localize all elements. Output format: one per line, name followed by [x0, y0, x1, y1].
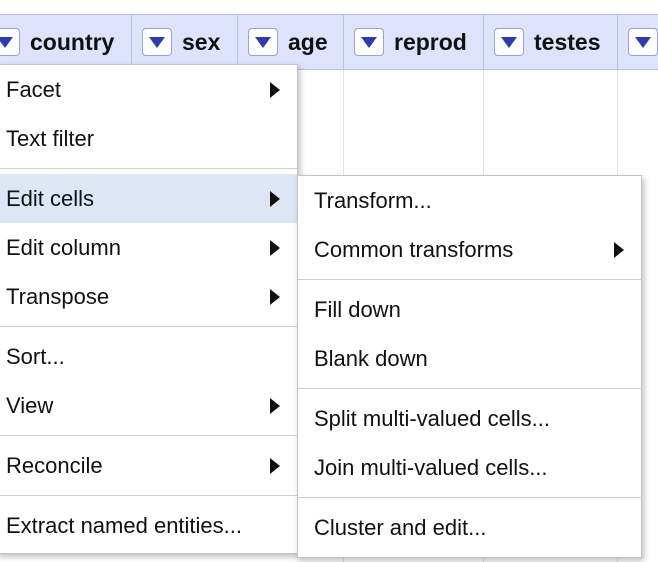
column-header-label: reprod [394, 28, 467, 55]
menu-item-label: Join multi-valued cells... [314, 454, 548, 480]
menu-item-fill-down[interactable]: Fill down [298, 285, 641, 334]
column-header-partial[interactable]: country [0, 15, 132, 69]
menu-item-text-filter[interactable]: Text filter [0, 114, 297, 163]
menu-item-label: Cluster and edit... [314, 514, 487, 540]
menu-item-split-multi-valued-cells[interactable]: Split multi-valued cells... [298, 394, 641, 443]
chevron-down-icon [149, 36, 165, 48]
submenu-arrow-icon [270, 397, 280, 414]
menu-item-label: Reconcile [6, 452, 103, 478]
menu-item-sort[interactable]: Sort... [0, 332, 297, 381]
column-header-testes[interactable]: testes [484, 15, 618, 69]
submenu-arrow-icon [270, 190, 280, 207]
column-dropdown-button[interactable] [628, 28, 658, 56]
submenu-arrow-icon [270, 457, 280, 474]
menu-item-label: Edit cells [6, 185, 95, 211]
chevron-down-icon [255, 36, 271, 48]
menu-divider [298, 497, 641, 498]
column-header-label: testes [534, 28, 601, 55]
menu-item-transpose[interactable]: Transpose [0, 272, 297, 321]
column-menu: Facet Text filter Edit cells Edit column… [0, 64, 298, 554]
menu-item-reconcile[interactable]: Reconcile [0, 441, 297, 490]
menu-item-label: Extract named entities... [6, 512, 242, 538]
column-header-row: country sex age reprod testes [0, 14, 658, 70]
submenu-arrow-icon [270, 288, 280, 305]
edit-cells-submenu: Transform... Common transforms Fill down… [297, 175, 642, 558]
menu-item-join-multi-valued-cells[interactable]: Join multi-valued cells... [298, 443, 641, 492]
menu-item-label: Fill down [314, 296, 401, 322]
menu-item-label: Edit column [6, 234, 121, 260]
menu-divider [0, 495, 297, 496]
menu-divider [0, 168, 297, 169]
menu-item-facet[interactable]: Facet [0, 65, 297, 114]
menu-item-label: Split multi-valued cells... [314, 405, 550, 431]
menu-item-label: Common transforms [314, 236, 514, 262]
column-header-label: country [30, 28, 115, 55]
submenu-arrow-icon [270, 239, 280, 256]
menu-item-extract-named-entities[interactable]: Extract named entities... [0, 501, 297, 550]
menu-item-label: Blank down [314, 345, 428, 371]
chevron-down-icon [501, 36, 517, 48]
menu-divider [0, 435, 297, 436]
menu-item-label: Text filter [6, 125, 95, 151]
column-header-reprod[interactable]: reprod [344, 15, 484, 69]
column-header-age[interactable]: age [238, 15, 344, 69]
menu-divider [298, 388, 641, 389]
chevron-down-icon [0, 36, 13, 48]
column-header-label: sex [182, 28, 221, 55]
column-dropdown-button[interactable] [494, 28, 524, 56]
chevron-down-icon [635, 36, 651, 48]
menu-item-view[interactable]: View [0, 381, 297, 430]
column-header-next[interactable] [618, 15, 658, 69]
menu-item-edit-cells[interactable]: Edit cells [0, 174, 297, 223]
menu-item-transform[interactable]: Transform... [298, 176, 641, 225]
menu-item-cluster-and-edit[interactable]: Cluster and edit... [298, 503, 641, 552]
column-header-sex[interactable]: sex [132, 15, 238, 69]
menu-item-label: View [6, 392, 54, 418]
column-dropdown-button[interactable] [142, 28, 172, 56]
menu-item-label: Facet [6, 76, 62, 102]
menu-item-edit-column[interactable]: Edit column [0, 223, 297, 272]
column-dropdown-button[interactable] [354, 28, 384, 56]
column-dropdown-button[interactable] [248, 28, 278, 56]
submenu-arrow-icon [614, 241, 624, 258]
menu-item-label: Sort... [6, 343, 65, 369]
menu-divider [0, 326, 297, 327]
submenu-arrow-icon [270, 81, 280, 98]
column-header-label: age [288, 28, 328, 55]
column-dropdown-button[interactable] [0, 28, 20, 56]
chevron-down-icon [361, 36, 377, 48]
menu-item-label: Transpose [6, 283, 110, 309]
menu-item-label: Transform... [314, 187, 432, 213]
menu-divider [298, 279, 641, 280]
menu-item-common-transforms[interactable]: Common transforms [298, 225, 641, 274]
menu-item-blank-down[interactable]: Blank down [298, 334, 641, 383]
